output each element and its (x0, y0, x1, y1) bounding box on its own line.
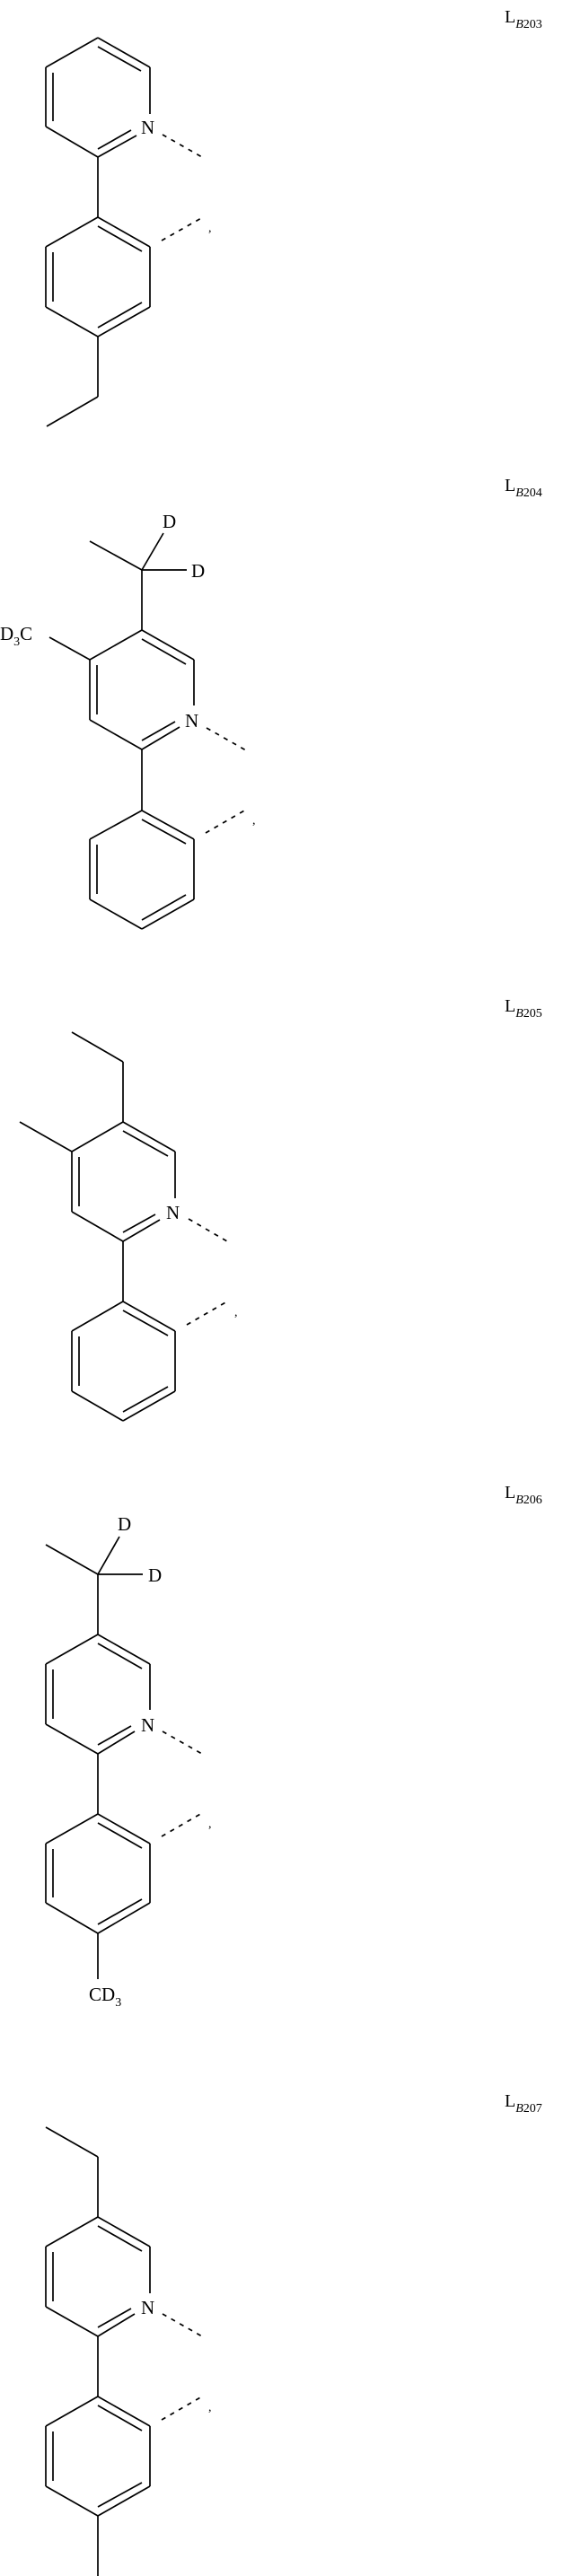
ligand-label-lb205: LB205 (505, 996, 542, 1021)
deuterium-atom: D (163, 511, 176, 532)
deuterium-atom: D (118, 1513, 131, 1535)
ligand-label-lb203: LB203 (505, 7, 542, 31)
label-letter: L (505, 996, 516, 1016)
label-sub-letter: B (515, 18, 523, 31)
phenyl-ring (45, 1813, 151, 1934)
metal-bond-dashed (161, 1812, 203, 1837)
comma-mark: , (252, 814, 256, 828)
label-sub-letter: B (515, 1494, 523, 1507)
coordination-bond-dashed (162, 134, 203, 158)
label-sub-letter: B (515, 486, 523, 500)
metal-bond-dashed (161, 216, 204, 241)
ligand-label-lb207: LB207 (505, 2091, 542, 2116)
structure-lb204: D D N D3C , (0, 511, 256, 930)
label-letter: L (505, 1483, 516, 1503)
metal-bond-dashed (205, 809, 247, 834)
structure-lb205: N , (19, 1031, 238, 1422)
deuterium-atom: D (148, 1564, 162, 1586)
pyridine-ring: N (89, 629, 198, 750)
label-sub-letter: B (515, 2102, 523, 2116)
nitrogen-atom: N (141, 2297, 154, 2318)
nitrogen-atom: N (141, 117, 154, 138)
nitrogen-atom: N (141, 1714, 154, 1736)
cd3-group-label: CD3 (89, 1984, 121, 2010)
structure-lb203: N , (45, 37, 212, 427)
label-sub-number: 203 (523, 18, 542, 31)
pyridine-ring: N (45, 37, 154, 158)
comma-mark: , (208, 2401, 212, 2414)
d3c-group-label: D3C (0, 623, 32, 649)
coordination-bond-dashed (206, 727, 247, 751)
metal-bond-dashed (161, 2396, 203, 2421)
label-sub-number: 207 (523, 2102, 542, 2116)
metal-bond-dashed (186, 1301, 228, 1326)
label-sub-number: 206 (523, 1494, 542, 1507)
comma-mark: , (234, 1306, 238, 1319)
comma-mark: , (208, 1818, 212, 1831)
label-sub-letter: B (515, 1007, 523, 1021)
coordination-bond-dashed (162, 2313, 203, 2337)
phenyl-ring (45, 216, 151, 337)
pyridine-ring: N (45, 2216, 154, 2337)
pyridine-ring: N (71, 1121, 180, 1242)
nitrogen-atom: N (185, 710, 198, 732)
phenyl-ring (71, 1301, 176, 1422)
coordination-bond-dashed (188, 1218, 228, 1242)
structure-lb207: N , (45, 2126, 212, 2576)
label-letter: L (505, 7, 516, 27)
label-sub-number: 205 (523, 1007, 542, 1021)
label-sub-number: 204 (523, 486, 542, 500)
phenyl-ring (45, 2396, 151, 2517)
structure-lb206: D D N , CD3 (45, 1513, 212, 2010)
deuterium-atom: D (191, 560, 205, 582)
pyridine-ring: N (45, 1634, 154, 1755)
comma-mark: , (208, 222, 212, 235)
ligand-label-lb206: LB206 (505, 1483, 542, 1507)
nitrogen-atom: N (166, 1202, 180, 1223)
label-letter: L (505, 476, 516, 495)
ligand-label-lb204: LB204 (505, 476, 542, 500)
coordination-bond-dashed (162, 1730, 203, 1755)
phenyl-ring (89, 810, 195, 930)
label-letter: L (505, 2091, 516, 2111)
